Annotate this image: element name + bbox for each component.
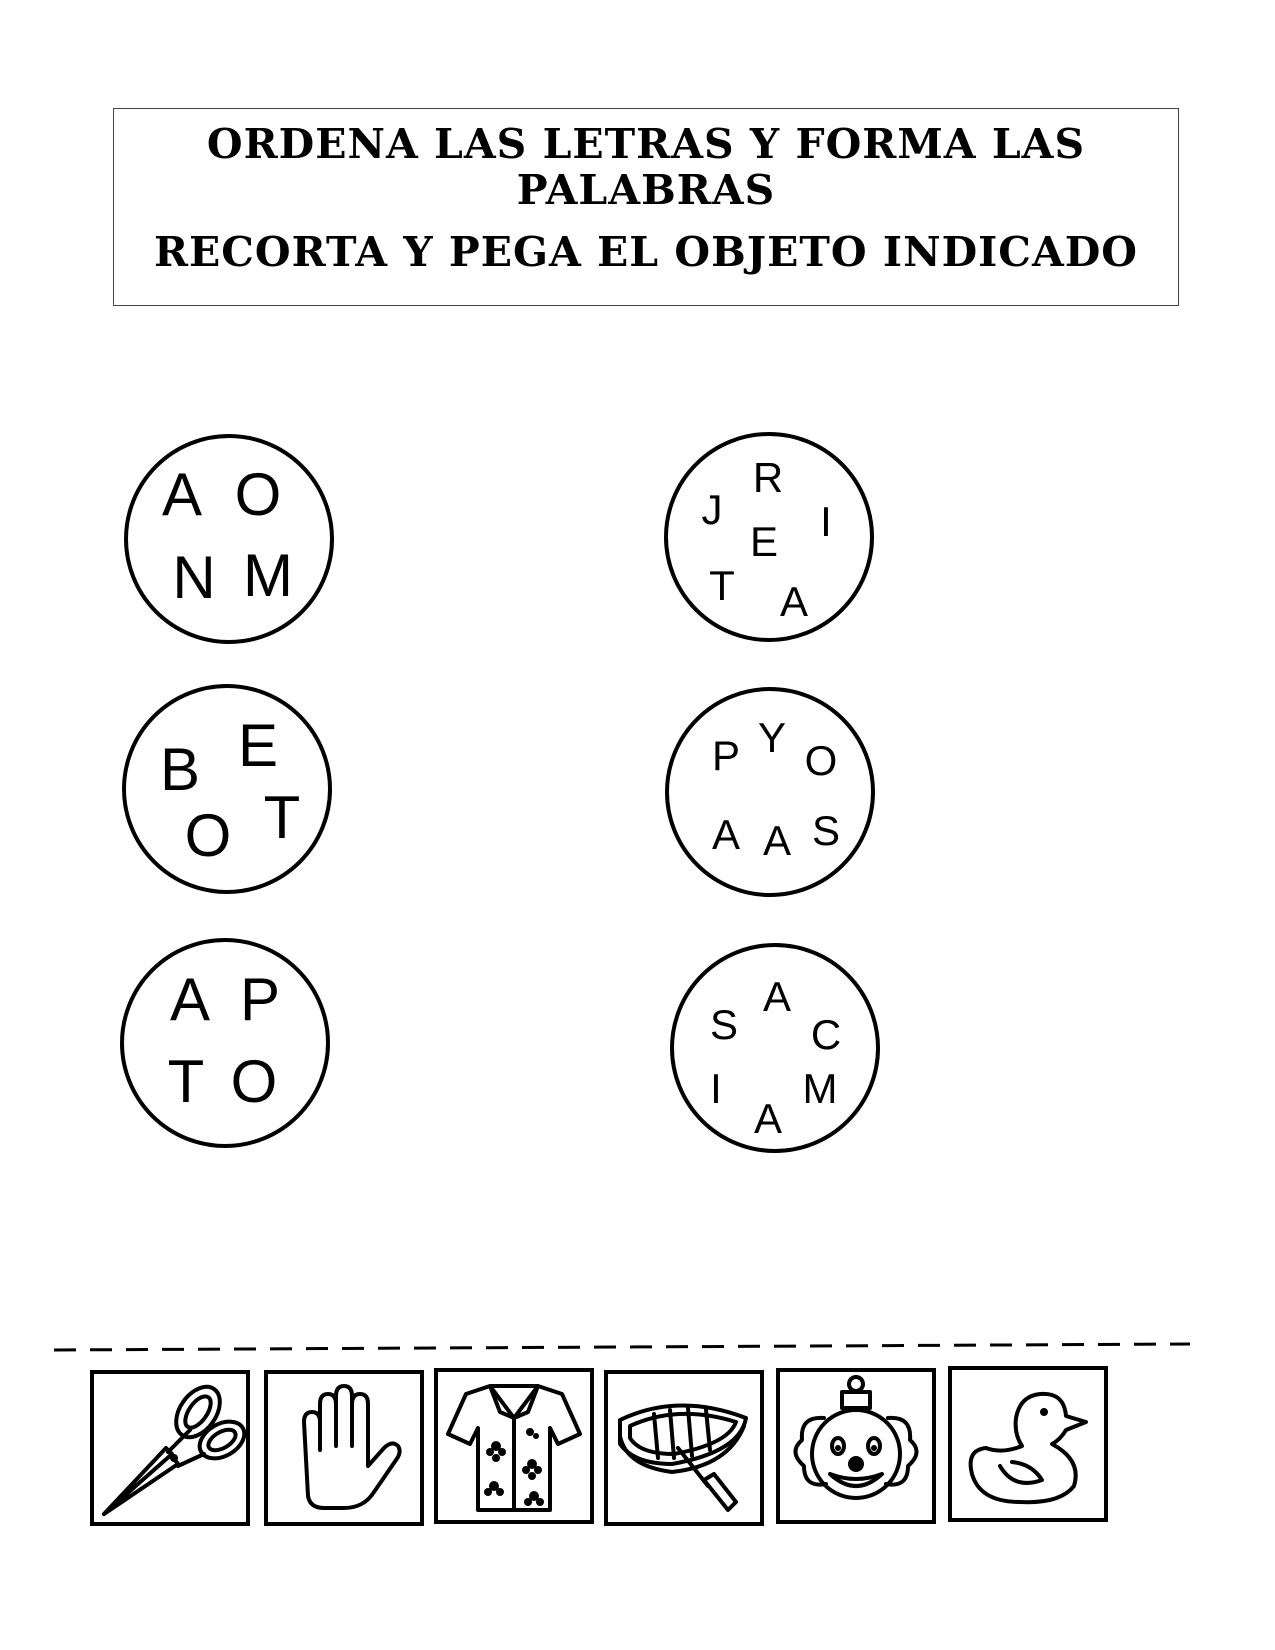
cutout-box-scissors[interactable] — [90, 1370, 250, 1526]
instruction-line-2: PALABRAS — [516, 166, 776, 214]
letter-circle-2: R J I E T A — [664, 432, 874, 642]
circle-letter: M — [802, 1065, 838, 1112]
circle-letter: E — [237, 712, 279, 779]
circle-letter: B — [159, 736, 201, 803]
cutout-box-duck[interactable] — [948, 1366, 1108, 1522]
circle-letter: T — [167, 1048, 205, 1115]
circle-letter: P — [711, 732, 741, 779]
instructions-box: ORDENA LAS LETRAS Y FORMA LAS PALABRAS R… — [113, 108, 1179, 306]
circle-letter: P — [239, 966, 281, 1033]
scissors-icon — [102, 1384, 246, 1516]
instruction-line-3: RECORTA Y PEGA EL OBJETO INDICADO — [153, 228, 1139, 276]
circle-letter: O — [230, 1048, 278, 1115]
circle-letter: I — [820, 498, 832, 545]
circle-letter: S — [709, 1001, 739, 1048]
shirt-icon — [446, 1384, 582, 1512]
letter-circle-6: A S C I M A — [670, 943, 880, 1153]
circle-letter: A — [779, 578, 809, 625]
duck-icon — [968, 1391, 1088, 1505]
circle-letter: C — [810, 1011, 842, 1058]
circle-letter: O — [184, 802, 232, 869]
circle-letter: I — [710, 1065, 722, 1112]
circle-letter: N — [172, 544, 216, 611]
circle-letter: A — [762, 973, 792, 1020]
cutout-box-hand[interactable] — [264, 1370, 424, 1526]
circle-letter: A — [169, 966, 211, 1033]
circle-letter: T — [709, 562, 735, 609]
circle-letter: O — [804, 737, 838, 784]
circle-letter: J — [701, 486, 723, 533]
circle-letter: A — [711, 811, 741, 858]
circle-letter: Y — [757, 714, 787, 761]
cutout-box-shirt[interactable] — [434, 1368, 594, 1524]
circle-letter: A — [161, 461, 203, 528]
hand-icon — [302, 1384, 402, 1510]
cutout-box-clown[interactable] — [776, 1368, 936, 1524]
circle-letter: T — [263, 784, 301, 851]
circle-letter: M — [243, 542, 293, 609]
letter-circle-5: A P T O — [120, 938, 330, 1148]
circle-letter: A — [753, 1095, 783, 1142]
boat-icon — [618, 1403, 748, 1512]
letter-circle-1: A O N M — [124, 434, 334, 644]
circle-letter: R — [752, 454, 784, 501]
instruction-line-1: ORDENA LAS LETRAS Y FORMA LAS — [206, 120, 1086, 168]
letter-circle-4: Y P O A A S — [665, 687, 875, 897]
circle-letter: O — [234, 461, 282, 528]
letter-circle-3: E B T O — [122, 684, 332, 894]
circle-letter: E — [749, 518, 779, 565]
clown-icon — [793, 1375, 919, 1500]
circle-letter: A — [762, 817, 792, 864]
circle-letter: S — [811, 807, 841, 854]
cutout-box-boat[interactable] — [604, 1370, 764, 1526]
